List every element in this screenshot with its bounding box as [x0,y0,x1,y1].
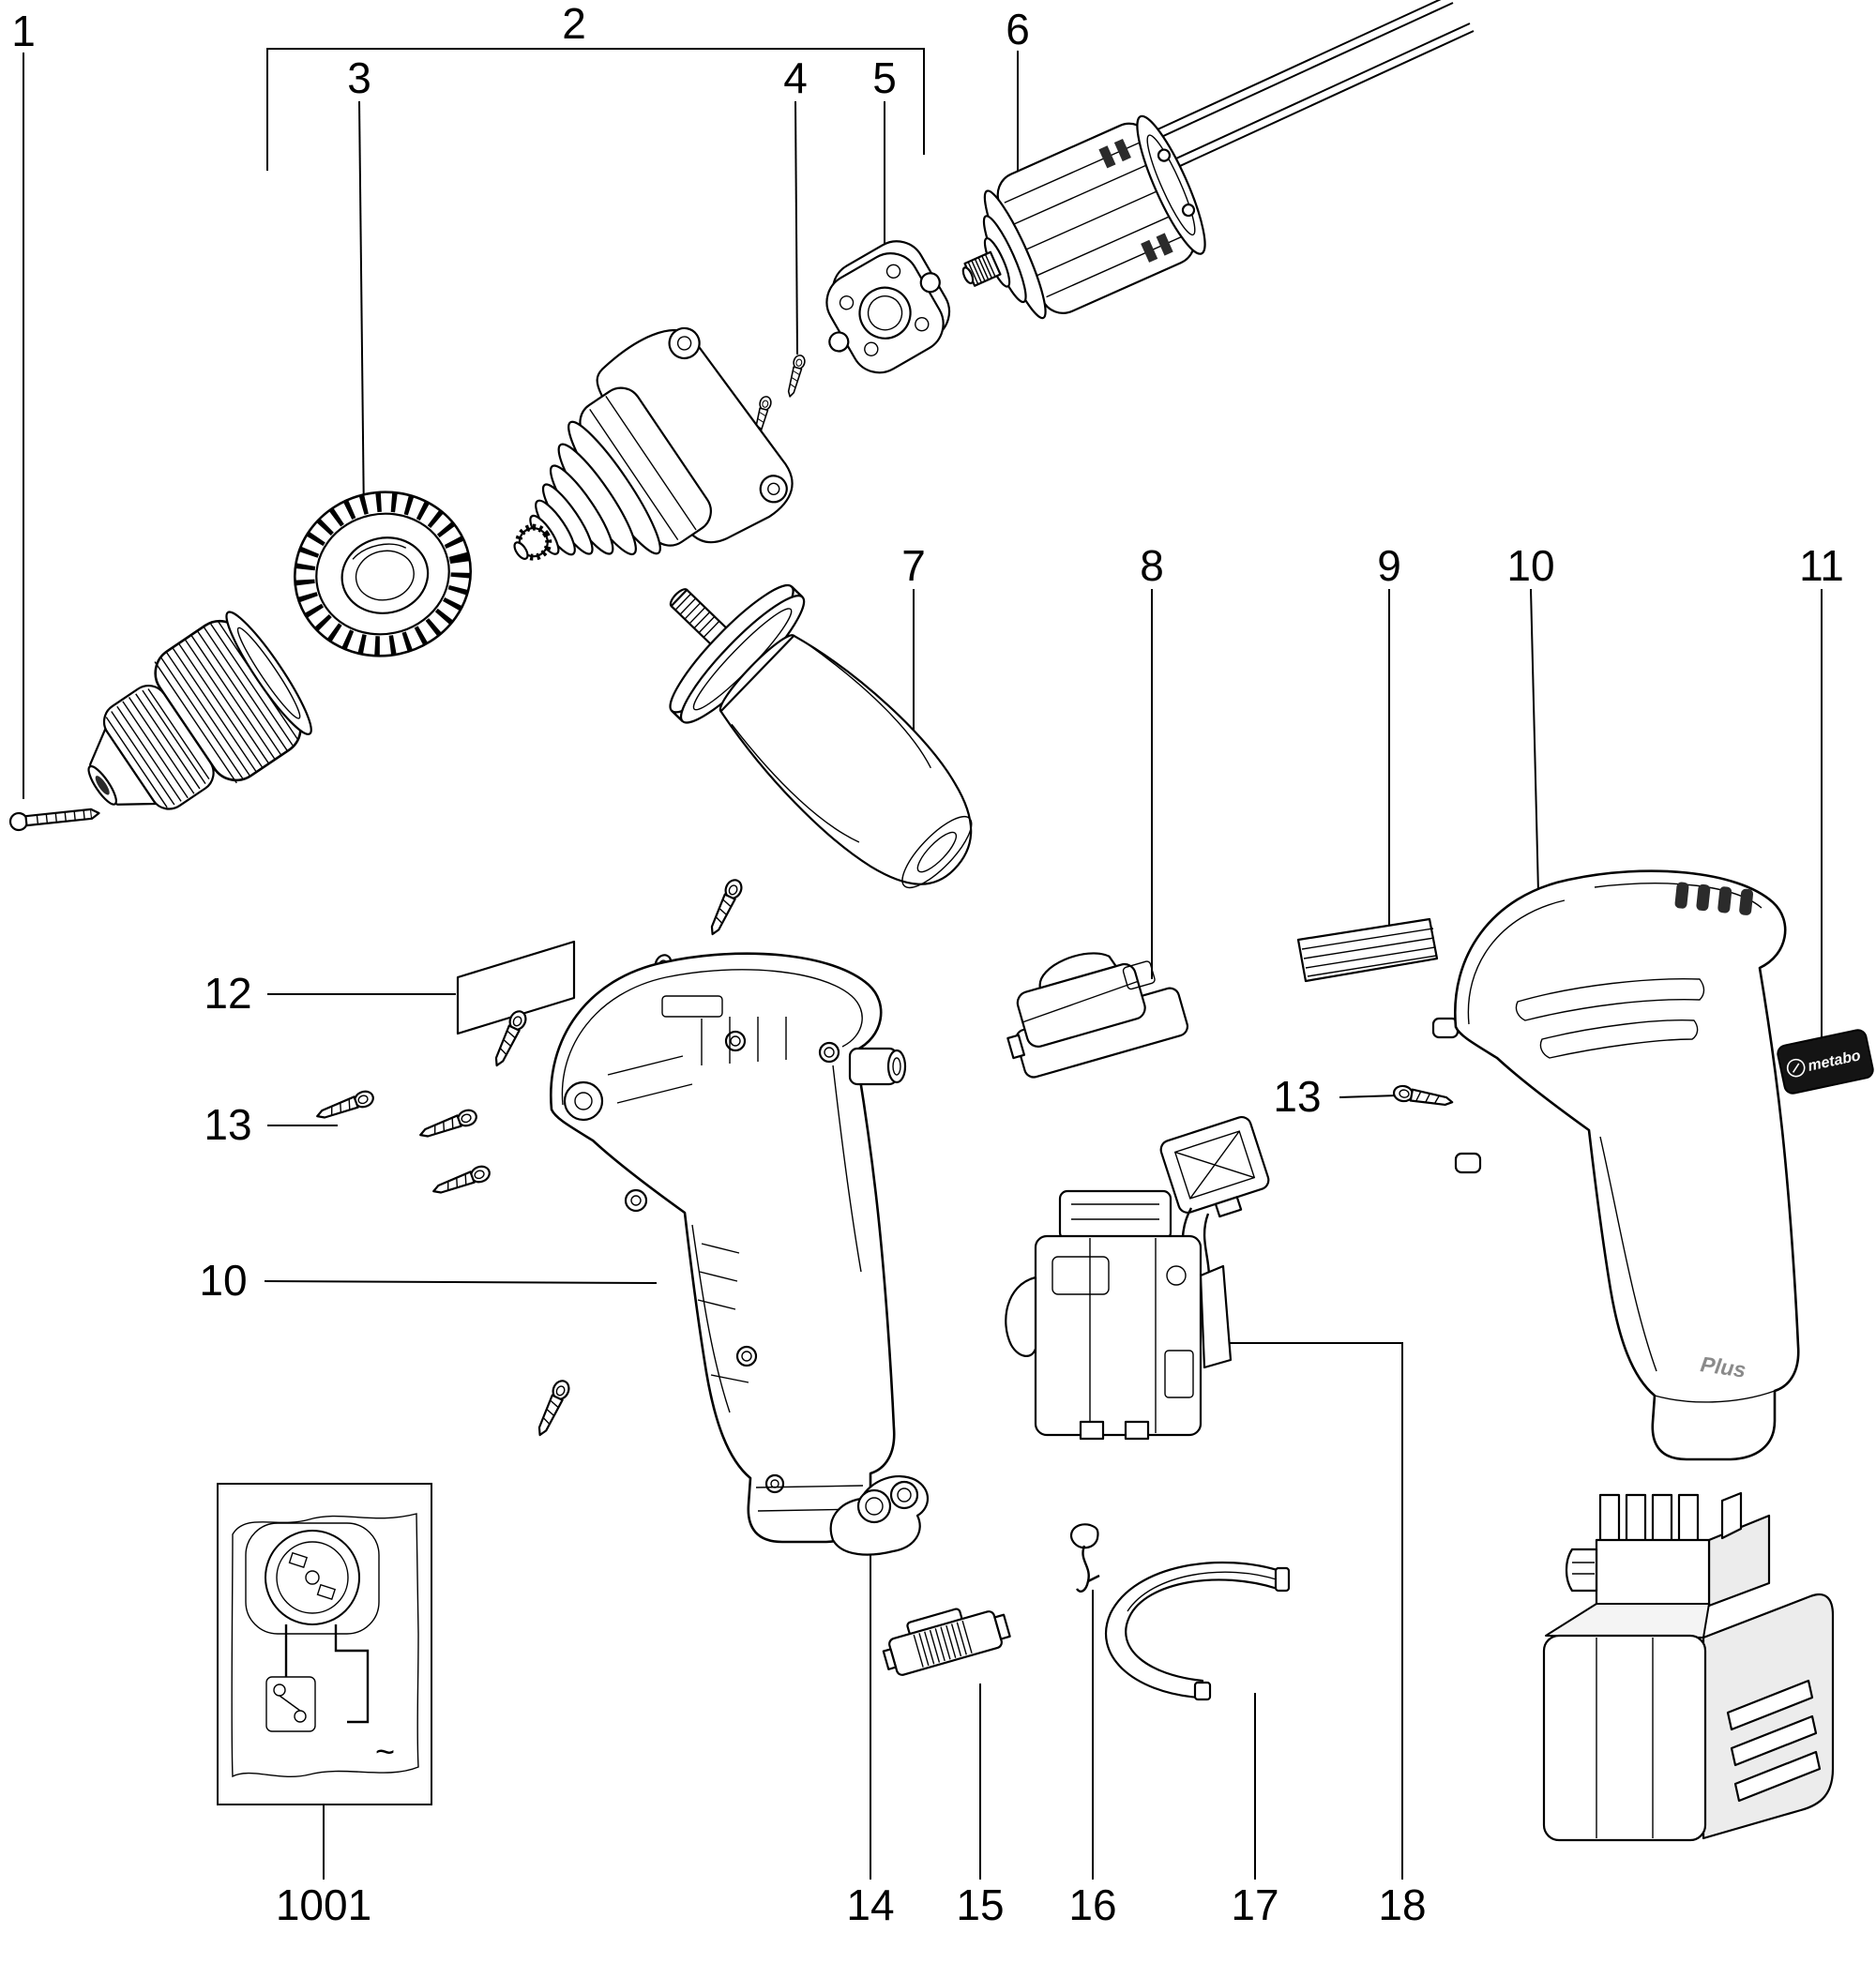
callout-16: 16 [1068,1880,1117,1929]
callout-10-top: 10 [1506,541,1555,590]
part-brand-badge: metabo [1777,1029,1874,1095]
callout-9: 9 [1377,541,1401,590]
callout-12: 12 [204,969,252,1018]
part-side-handle [669,584,973,889]
part-bracket [829,1475,930,1556]
leader-lines [23,48,1823,1880]
battery-fins [1598,1491,1743,1546]
callout-1001: 1001 [275,1880,372,1929]
callout-5: 5 [872,53,897,102]
inset-wiring-diagram: ~ [217,1483,432,1805]
callout-15: 15 [956,1880,1005,1929]
part-module [1006,952,1189,1079]
part-switch-assembly [1005,1116,1270,1441]
part-motor [961,0,1475,320]
part-chuck [87,611,312,810]
part-gearbox [513,326,794,561]
part-bearing-plate [825,240,951,374]
part-housing-shell-outer: Plus [1431,869,1800,1461]
part-spring-clip [1069,1523,1100,1593]
callout-18: 18 [1378,1880,1427,1929]
part-small-screws [749,353,808,441]
brand-logo-icon [1786,1058,1806,1078]
callout-10-left: 10 [199,1256,248,1305]
callout-4: 4 [783,53,808,102]
callout-6: 6 [1006,5,1030,53]
callout-11: 11 [1799,541,1844,590]
callout-14: 14 [846,1880,895,1929]
callout-13-right: 13 [1273,1072,1322,1121]
callout-17: 17 [1231,1880,1279,1929]
part-housing-half-inner [549,952,907,1544]
part-slide-block [882,1608,1011,1676]
part-screw-1 [8,808,100,832]
callout-1: 1 [11,7,36,55]
callout-13-left: 13 [204,1100,252,1149]
part-clamp-bracket [1105,1561,1291,1701]
callout-7: 7 [901,541,926,590]
callout-3: 3 [347,53,371,102]
part-battery-pack [1542,1491,1835,1842]
part-label-blank [456,940,576,1035]
part-sticker [1296,917,1439,983]
callout-2: 2 [562,0,586,48]
part-torque-collar [293,491,473,657]
schematic-symbol-text: ~ [375,1732,395,1771]
callout-8: 8 [1140,541,1164,590]
